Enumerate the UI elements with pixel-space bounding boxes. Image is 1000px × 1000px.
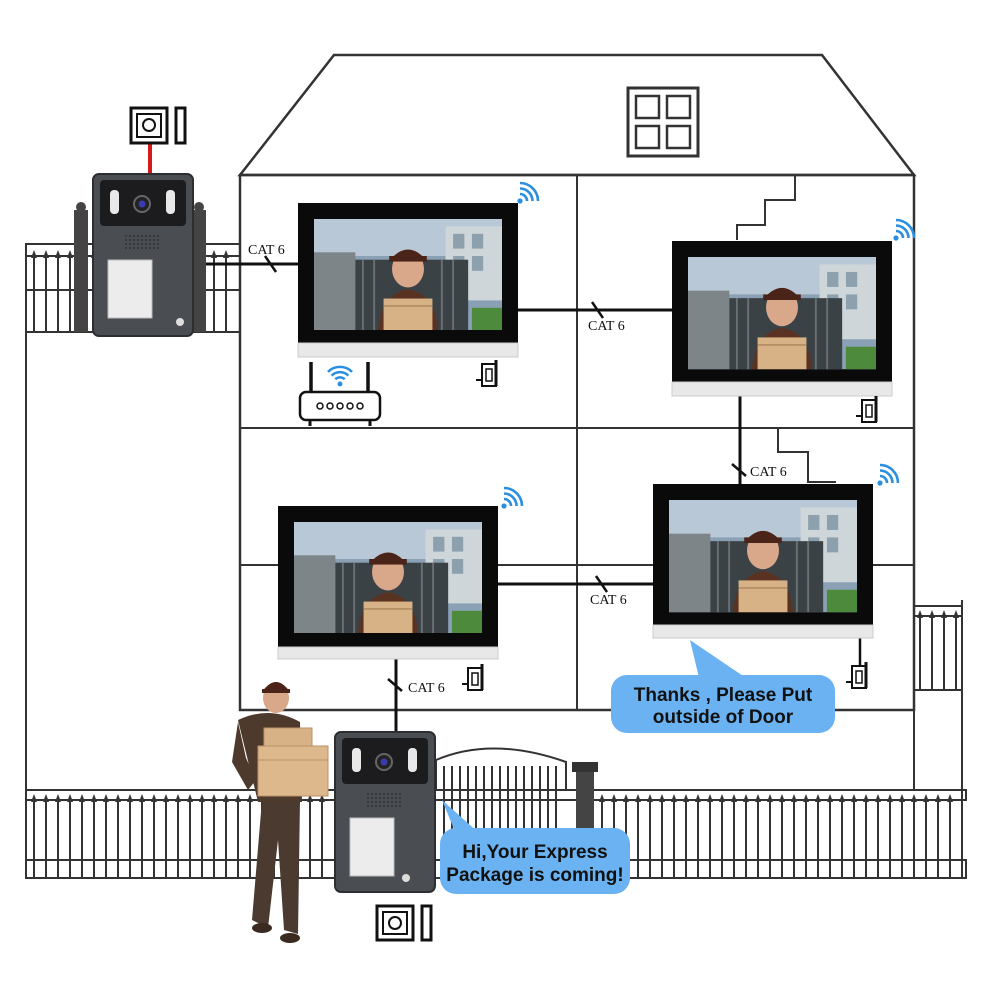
indoor-monitor-2 xyxy=(671,218,916,424)
delivery-man xyxy=(232,682,329,943)
wifi-icon xyxy=(892,218,916,242)
lock-icon xyxy=(129,106,187,145)
speech-bubble-indoor: Thanks , Please Put outside of Door xyxy=(611,640,835,733)
indoor-monitor-1 xyxy=(297,181,540,388)
cable-label-2: CAT 6 xyxy=(588,319,625,334)
cable-label-1: CAT 6 xyxy=(248,243,285,258)
speech-bubble-outdoor: Hi,Your Express Package is coming! xyxy=(440,800,630,894)
bubble-indoor-line2: outside of Door xyxy=(653,707,794,728)
cable-label-5: CAT 6 xyxy=(408,681,445,696)
lock-icon xyxy=(474,358,498,388)
wifi-icon xyxy=(516,181,540,205)
bubble-indoor-line1: Thanks , Please Put xyxy=(634,685,813,706)
bubble-outdoor-line2: Package is coming! xyxy=(446,865,623,886)
wifi-icon xyxy=(876,463,900,487)
cable-label-4: CAT 6 xyxy=(590,593,627,608)
lock-icon xyxy=(460,662,484,692)
bubble-outdoor-line1: Hi,Your Express xyxy=(462,842,607,863)
outdoor-station-bottom xyxy=(334,731,436,942)
router-icon xyxy=(298,358,382,426)
cables xyxy=(148,143,862,735)
attic-window xyxy=(626,86,700,158)
cable-label-3: CAT 6 xyxy=(750,465,787,480)
outdoor-station-top xyxy=(74,106,206,337)
lock-icon xyxy=(854,394,878,424)
wifi-icon xyxy=(500,486,524,510)
indoor-monitor-4 xyxy=(652,463,900,690)
lock-icon xyxy=(375,904,433,942)
lock-icon xyxy=(844,660,868,690)
indoor-monitor-3 xyxy=(277,486,524,692)
